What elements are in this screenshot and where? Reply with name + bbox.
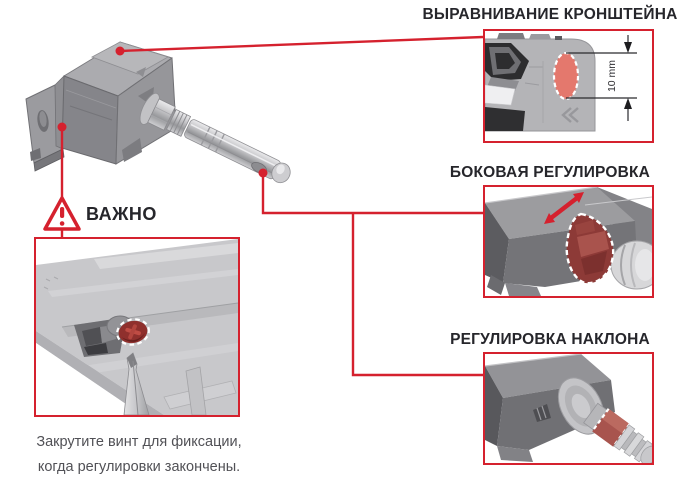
important-label: ВАЖНО: [86, 204, 157, 224]
dowel-pin: [139, 92, 291, 184]
important-detail-box: [34, 237, 240, 417]
callout-connector-lines: [60, 35, 484, 377]
warning-triangle-icon: [43, 196, 81, 231]
main-bracket-illustration: [25, 41, 291, 184]
caption-line-1: Закрутите винт для фиксации,: [36, 434, 242, 450]
callout-box-tilt: [483, 352, 654, 465]
tilt-adjustment-detail-image: [485, 354, 652, 463]
dimension-lines: [566, 35, 637, 121]
screwdriver: [123, 352, 150, 415]
callout-title-tilt: РЕГУЛИРОВКА НАКЛОНА: [450, 331, 650, 348]
side-adjustment-arrow-icon: [544, 192, 584, 224]
locking-screw: [116, 318, 150, 346]
panel-support-leg: [163, 366, 237, 415]
locking-screw-detail-image: [36, 239, 238, 415]
callout-box-side: [483, 185, 654, 298]
callout-line-side: [261, 175, 483, 215]
callout-dot-pin: [258, 168, 268, 178]
callout-line-tilt: [351, 213, 483, 377]
caption-line-2: когда регулировки закончены.: [37, 459, 241, 475]
side-adjustment-detail-image: [485, 187, 652, 296]
dowel-pin-partial: [610, 240, 652, 290]
dimension-label: 10 mm: [606, 60, 618, 92]
alignment-highlight-slot: [552, 51, 580, 101]
callout-title-alignment: ВЫРАВНИВАНИЕ КРОНШТЕЙНА: [422, 6, 678, 23]
caption-text: Закрутите винт для фиксации, когда регул…: [14, 430, 264, 480]
side-highlight-opening: [565, 212, 615, 285]
callout-dots: [57, 46, 268, 178]
alignment-detail-image: 10 mm: [485, 33, 637, 132]
callout-title-side: БОКОВАЯ РЕГУЛИРОВКА: [449, 164, 651, 181]
callout-line-alignment: [119, 35, 484, 53]
callout-box-alignment: 10 mm: [483, 29, 654, 143]
chevron-left-icon: [561, 107, 579, 123]
tilt-pin: [583, 402, 652, 463]
callout-dot-top: [115, 46, 125, 56]
callout-dot-left: [57, 122, 67, 132]
